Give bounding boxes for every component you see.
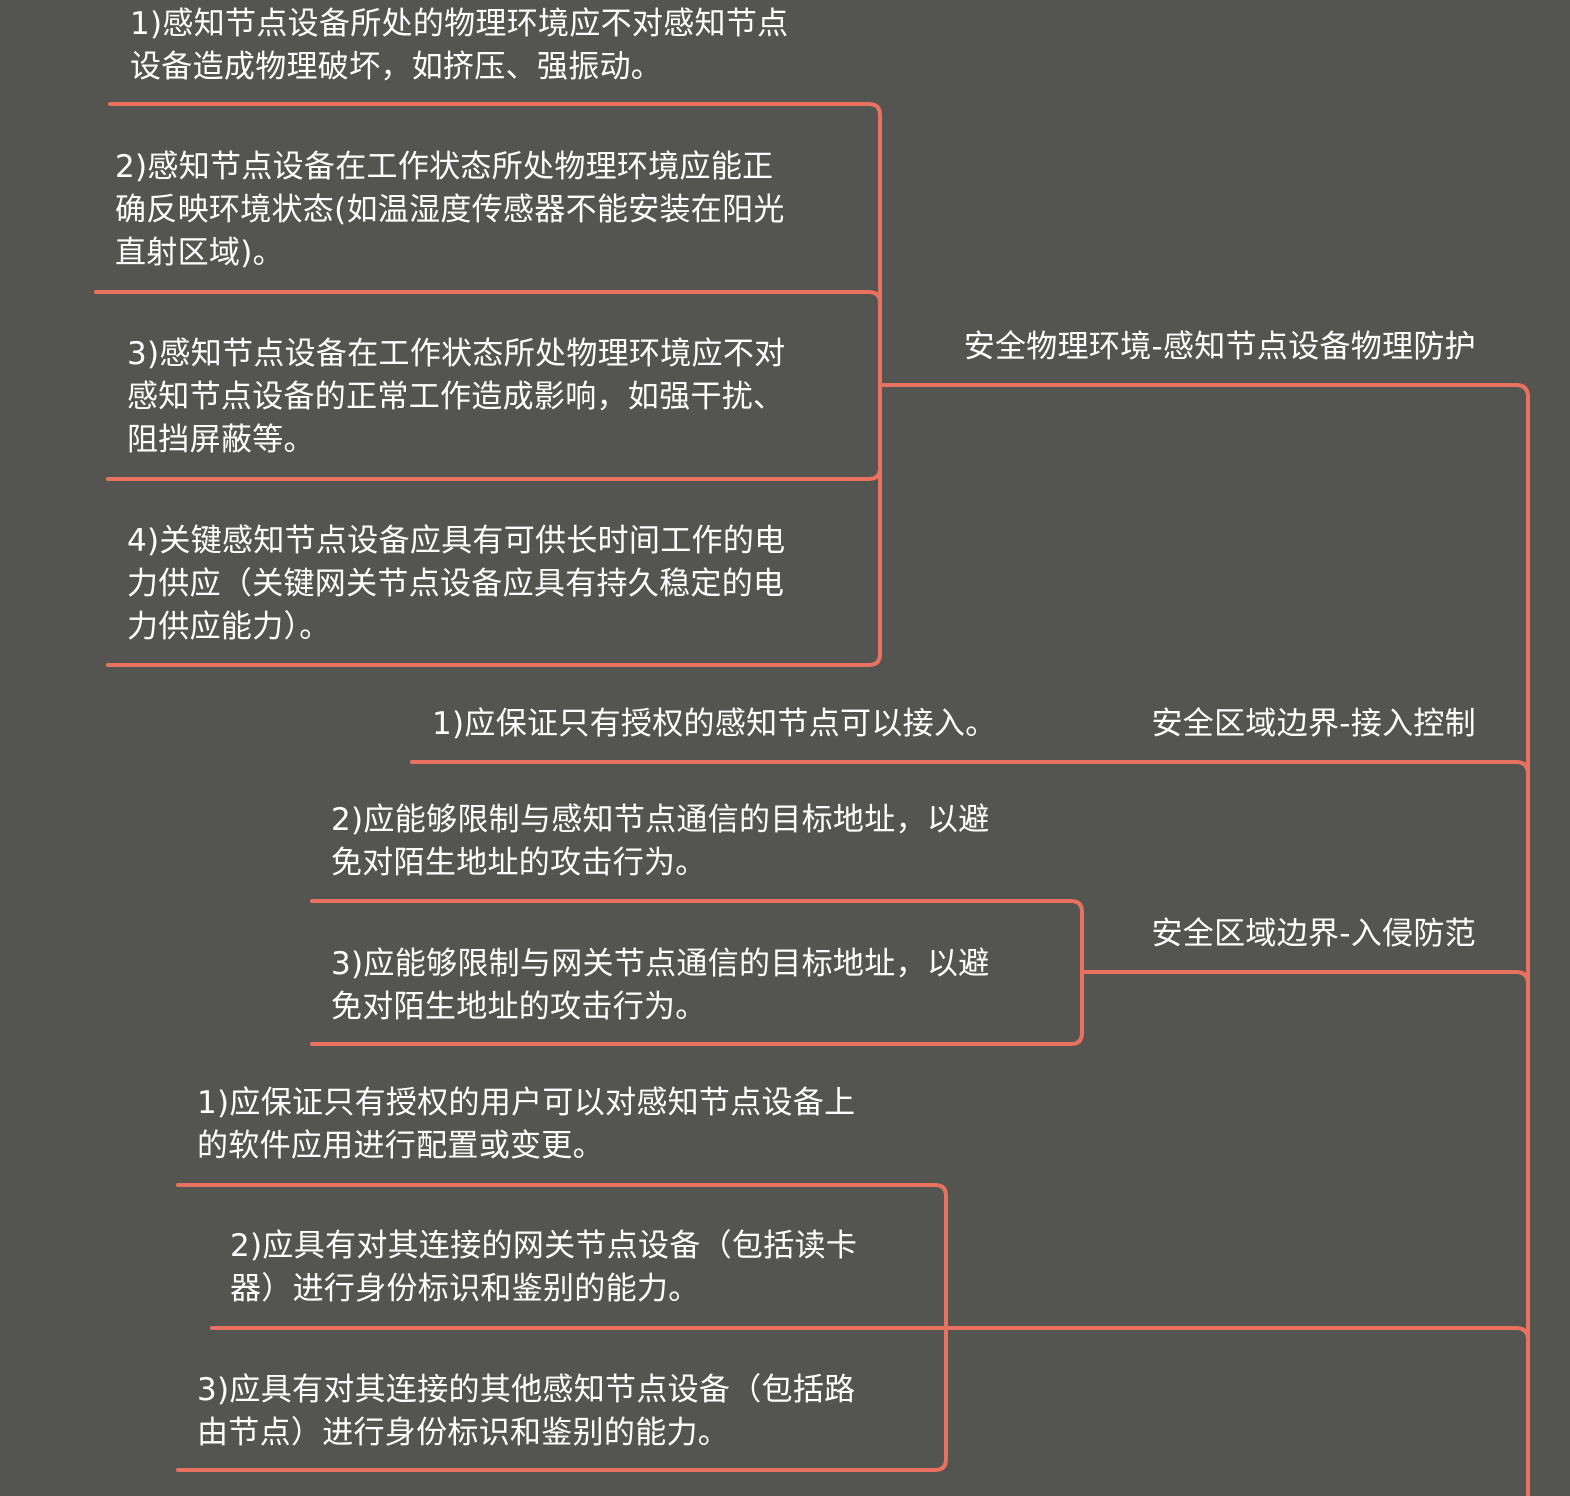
intrusion-item-3: 3)应能够限制与网关节点通信的目标地址，以避 免对陌生地址的攻击行为。 — [331, 943, 989, 1029]
physical-item-1-line-2: 设备造成物理破坏，如挤压、强振动。 — [130, 49, 663, 85]
connector-identity-category — [944, 1326, 1530, 1342]
category-access-control: 安全区域边界-接入控制 — [1151, 706, 1476, 742]
identity-item-3-line-2: 由节点）进行身份标识和鉴别的能力。 — [197, 1415, 730, 1451]
physical-item-4: 4)关键感知节点设备应具有可供长时间工作的电 力供应（关键网关节点设备应具有持久… — [127, 520, 785, 649]
connector-intrusion-category — [1080, 970, 1530, 986]
intrusion-item-3-line-1: 3)应能够限制与网关节点通信的目标地址，以避 — [331, 946, 990, 982]
access-item-1: 1)应保证只有授权的感知节点可以接入。 — [432, 703, 997, 746]
physical-item-4-line-2: 力供应（关键网关节点设备应具有持久稳定的电 — [127, 566, 785, 602]
connector-physical-1 — [108, 102, 882, 117]
physical-item-2-line-3: 直射区域)。 — [115, 235, 284, 271]
connector-physical-category — [878, 383, 1530, 399]
access-item-1-line-1: 1)应保证只有授权的感知节点可以接入。 — [432, 706, 997, 742]
connector-identity-1 — [176, 1183, 948, 1198]
connector-access — [410, 760, 1530, 776]
category-physical-protection: 安全物理环境-感知节点设备物理防护 — [963, 329, 1476, 365]
identity-item-3-line-1: 3)应具有对其连接的其他感知节点设备（包括路 — [197, 1372, 856, 1408]
connector-physical-2 — [94, 290, 882, 305]
identity-item-1: 1)应保证只有授权的用户可以对感知节点设备上 的软件应用进行配置或变更。 — [197, 1082, 855, 1168]
physical-item-1: 1)感知节点设备所处的物理环境应不对感知节点 设备造成物理破坏，如挤压、强振动。 — [130, 3, 788, 89]
identity-item-3: 3)应具有对其连接的其他感知节点设备（包括路 由节点）进行身份标识和鉴别的能力。 — [197, 1369, 855, 1455]
identity-item-2-line-1: 2)应具有对其连接的网关节点设备（包括读卡 — [230, 1228, 858, 1264]
connector-intrusion-3 — [310, 1031, 1084, 1046]
physical-item-3-line-3: 阻挡屏蔽等。 — [127, 422, 315, 458]
physical-item-2-line-2: 确反映环境状态(如温湿度传感器不能安装在阳光 — [115, 192, 785, 228]
connector-physical-4 — [106, 652, 882, 667]
physical-item-2: 2)感知节点设备在工作状态所处物理环境应能正 确反映环境状态(如温湿度传感器不能… — [115, 146, 785, 275]
identity-item-1-line-2: 的软件应用进行配置或变更。 — [197, 1128, 604, 1164]
category-intrusion-prevention: 安全区域边界-入侵防范 — [1151, 916, 1476, 952]
intrusion-item-2: 2)应能够限制与感知节点通信的目标地址，以避 免对陌生地址的攻击行为。 — [331, 799, 989, 885]
intrusion-item-2-line-1: 2)应能够限制与感知节点通信的目标地址，以避 — [331, 802, 990, 838]
physical-item-3-line-1: 3)感知节点设备在工作状态所处物理环境应不对 — [127, 336, 786, 372]
intrusion-item-2-line-2: 免对陌生地址的攻击行为。 — [331, 845, 707, 881]
physical-item-4-line-3: 力供应能力）。 — [127, 609, 331, 645]
physical-item-3-line-2: 感知节点设备的正常工作造成影响，如强干扰、 — [127, 379, 785, 415]
connector-physical-3 — [106, 466, 882, 481]
physical-item-3: 3)感知节点设备在工作状态所处物理环境应不对 感知节点设备的正常工作造成影响，如… — [127, 333, 785, 462]
connector-intrusion-2 — [310, 899, 1084, 914]
physical-item-4-line-1: 4)关键感知节点设备应具有可供长时间工作的电 — [127, 523, 786, 559]
physical-item-1-line-1: 1)感知节点设备所处的物理环境应不对感知节点 — [130, 6, 789, 42]
connector-identity-3 — [176, 1457, 948, 1472]
identity-item-1-line-1: 1)应保证只有授权的用户可以对感知节点设备上 — [197, 1085, 856, 1121]
identity-item-2-line-2: 器）进行身份标识和鉴别的能力。 — [230, 1271, 700, 1307]
physical-item-2-line-1: 2)感知节点设备在工作状态所处物理环境应能正 — [115, 149, 774, 185]
intrusion-item-3-line-2: 免对陌生地址的攻击行为。 — [331, 989, 707, 1025]
identity-item-2: 2)应具有对其连接的网关节点设备（包括读卡 器）进行身份标识和鉴别的能力。 — [230, 1225, 857, 1311]
